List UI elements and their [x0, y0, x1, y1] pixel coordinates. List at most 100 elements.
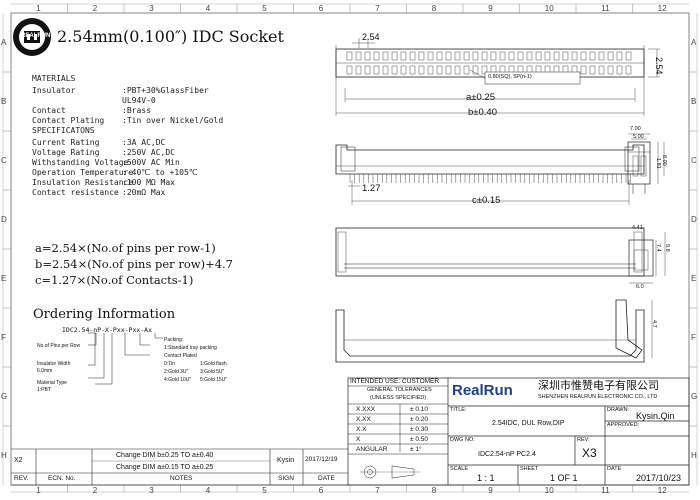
top-pin-row1 [535, 51, 542, 61]
zone-top-label: 2 [92, 4, 98, 13]
top-pin-row2 [364, 65, 371, 75]
top-pin-row1 [562, 51, 569, 61]
zone-bottom-label: 11 [601, 486, 610, 495]
top-pin-row1 [454, 51, 461, 61]
drawn-value: Kysin.Qin [636, 411, 675, 421]
spec-value: :500V AC Min [122, 158, 180, 167]
date-label: DATE [607, 466, 622, 472]
spec-label: Current Rating [32, 138, 100, 147]
sheet-label: SHEET [520, 466, 539, 472]
spec-value: :100 MΩ Max [122, 178, 175, 187]
dim-c-pitch: 1.27 [362, 183, 381, 194]
zone-right-label: G [691, 391, 698, 401]
top-pin-row2 [607, 65, 614, 75]
top-pin-row1 [373, 51, 380, 61]
end-view [628, 232, 666, 284]
zone-left-label: A [1, 37, 7, 47]
top-pin-row2 [625, 65, 632, 75]
top-pin-row1 [553, 51, 560, 61]
top-pin-row1 [391, 51, 398, 61]
top-pin-row2 [346, 65, 353, 75]
top-pin-row2 [616, 65, 623, 75]
zone-bottom-label: 7 [375, 486, 380, 495]
tolerance-key: X.XXX [356, 406, 376, 413]
top-pin-row1 [400, 51, 407, 61]
material-label: Insulator [32, 86, 76, 95]
dim-end-2: 9.8 [664, 244, 670, 252]
dim-pitch: 2.54 [362, 32, 380, 42]
spec-label: Contact resistance [32, 188, 119, 197]
top-pin-row1 [445, 51, 452, 61]
zone-right-label: A [691, 37, 697, 47]
formula-b: b=2.54×(No.of pins per row)+4.7 [35, 257, 233, 271]
plated-option: 2:Gold 3U" [164, 369, 189, 375]
order-material-label: Material Type [37, 380, 67, 386]
zone-left-label: C [1, 155, 7, 165]
rev-row-0-rev: X2 [14, 457, 23, 464]
top-pin-row1 [409, 51, 416, 61]
title-value: 2.54IDC, DUL Row,DIP [492, 420, 565, 427]
rev-row-0-sign: Kysin [277, 457, 295, 464]
rev-header-ecn: ECN. No. [48, 475, 76, 482]
formula-a: a=2.54×(No.of pins per row-1) [35, 241, 216, 255]
zone-top-label: 12 [657, 4, 667, 13]
top-pin-row2 [481, 65, 488, 75]
intended-use: INTENDED USE: CUSTOMER [350, 378, 440, 385]
dim-end-0: 4.41 [632, 225, 643, 231]
top-pin-row2 [355, 65, 362, 75]
zone-right-label: D [691, 214, 697, 224]
drawing-title: 2.54mm(0.100″) IDC Socket [57, 27, 284, 46]
spec-value: :20mΩ Max [122, 188, 166, 197]
rev-header-notes: NOTES [170, 475, 193, 482]
zone-bottom-label: 12 [657, 486, 667, 495]
spec-label: Withstanding Voltage [32, 158, 129, 167]
dim-b: b±0.40 [468, 107, 497, 118]
order-pins-label: No.of Pins per Row [37, 343, 81, 349]
realrun-logo-icon [13, 18, 51, 56]
plated-option: 4:Gold 10U" [164, 377, 192, 383]
dwg-value: IDC2.54-nP PC2.4 [478, 451, 536, 458]
company-logo-text: RealRun [452, 382, 513, 399]
materials-heading: MATERIALS [32, 74, 76, 83]
top-pin-row1 [382, 51, 389, 61]
sheet-value: 1 OF 1 [550, 473, 578, 483]
spec-label: Insulation Resistance [32, 178, 134, 187]
spec-value: :250V AC,DC [122, 148, 175, 157]
top-pin-row1 [481, 51, 488, 61]
dim-c: c±0.15 [472, 195, 501, 206]
tol-title-1: (UNLESS SPECIFIED) [370, 395, 427, 401]
specs-heading: SPECIFICATONS [32, 126, 95, 135]
title-label: TITLE: [450, 407, 467, 413]
top-pin-row1 [589, 51, 596, 61]
top-pin-row2 [589, 65, 596, 75]
top-pin-row1 [571, 51, 578, 61]
spec-value: :-40℃ to +105℃ [122, 168, 198, 177]
scale-label: SCALE [450, 466, 469, 472]
formula-c: c=1.27×(No.of Contacts-1) [35, 273, 194, 287]
front-view [335, 144, 645, 205]
top-view [335, 38, 660, 116]
zone-bottom-label: 6 [318, 486, 324, 495]
rev-row-0-change: Change DIM b±0.25 TO a±0.40 [116, 452, 214, 459]
rev-header-sign: SIGN [278, 475, 294, 482]
plated-option: 3:Gold 5U" [200, 369, 225, 375]
rev-header-rev: REV. [14, 475, 29, 482]
top-pin-row1 [625, 51, 632, 61]
tolerance-key: X.X [356, 426, 367, 433]
scale-value: 1 : 1 [477, 473, 495, 483]
top-pin-row2 [598, 65, 605, 75]
dwg-label: DWG NO: [450, 437, 475, 443]
top-pin-row1 [364, 51, 371, 61]
zone-top-label: 4 [205, 4, 211, 13]
spec-value: :3A AC,DC [122, 138, 166, 147]
top-pin-row1 [508, 51, 515, 61]
top-pin-row2 [580, 65, 587, 75]
side-view [627, 133, 665, 194]
rev-value: X3 [582, 446, 597, 460]
zone-left-label: D [1, 214, 7, 224]
tolerance-key: X [356, 436, 361, 443]
tolerance-value: ± 0.50 [410, 436, 429, 443]
top-pin-row1 [463, 51, 470, 61]
plated-option: 1:Gold flash [200, 361, 227, 367]
